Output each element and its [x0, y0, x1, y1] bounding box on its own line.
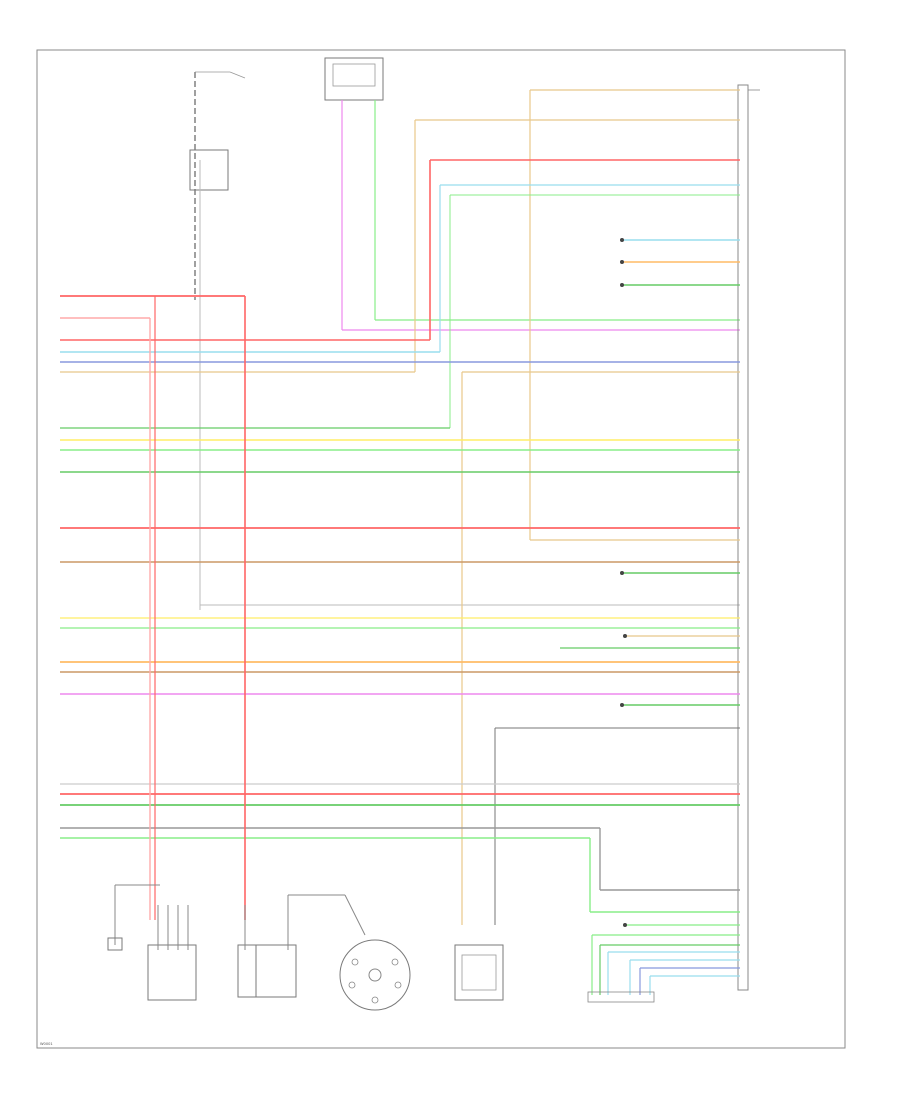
distributor-component	[287, 894, 411, 1011]
transmission-range-sensor	[454, 944, 504, 1001]
vehicle-speed-sensor-connector	[324, 57, 740, 331]
ground-point-component	[107, 884, 160, 951]
pcm-connector	[737, 84, 760, 991]
crankshaft-position-sensor	[147, 905, 197, 1001]
horizontal-wires	[60, 295, 740, 913]
ignition-feed-group	[189, 71, 740, 610]
ignition-coil-component	[237, 905, 297, 998]
lower-right-bundle	[591, 934, 740, 995]
diagram-frame	[36, 49, 846, 1049]
footer-code: W0001	[40, 1042, 53, 1046]
splice-feeds	[620, 238, 740, 927]
bottom-center-connector	[587, 991, 655, 1003]
